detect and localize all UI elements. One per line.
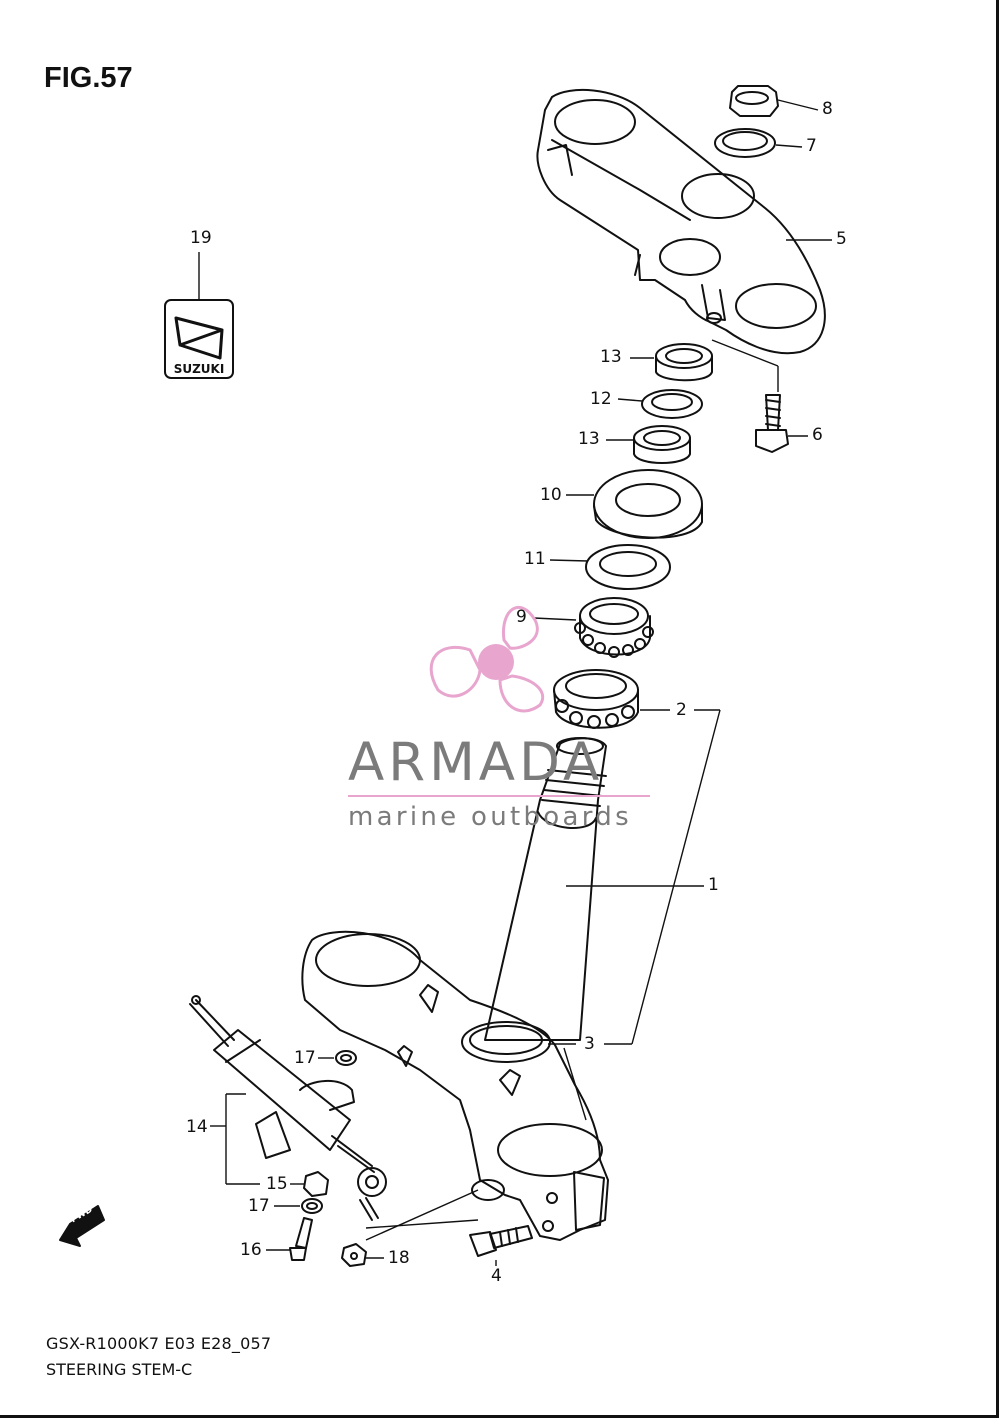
fwd-arrow — [59, 1205, 105, 1247]
washer-12 — [641, 389, 703, 419]
callout-7: 7 — [806, 136, 817, 156]
callout-16: 16 — [240, 1240, 262, 1260]
nut-18 — [341, 1243, 367, 1267]
figure-title: FIG.57 — [44, 62, 133, 94]
callout-14: 14 — [186, 1117, 208, 1137]
callout-19: 19 — [190, 228, 212, 248]
steering-damper-14 — [189, 995, 387, 1221]
model-code: GSX-R1000K7 E03 E28_057 — [46, 1334, 272, 1353]
callout-10: 10 — [540, 485, 562, 505]
section-name: STEERING STEM-C — [46, 1360, 193, 1379]
bolt-6 — [755, 394, 789, 453]
locknut-13-upper — [655, 343, 713, 382]
callout-12: 12 — [590, 389, 612, 409]
callout-6: 6 — [812, 425, 823, 445]
callout-11: 11 — [524, 549, 546, 569]
callout-9: 9 — [516, 607, 527, 627]
callout-2: 2 — [676, 700, 687, 720]
callout-13-lower: 13 — [578, 429, 600, 449]
bearing-2 — [553, 669, 639, 729]
cap-15 — [303, 1171, 329, 1197]
washer-17-lower — [301, 1198, 323, 1214]
watermark-brand: ARMADA — [348, 732, 604, 793]
callout-17-lower: 17 — [248, 1196, 270, 1216]
callout-5: 5 — [836, 229, 847, 249]
dust-seal-10 — [593, 469, 703, 539]
bearing-9 — [574, 597, 654, 658]
upper-bracket — [536, 88, 826, 355]
callout-3: 3 — [584, 1034, 595, 1054]
watermark-logo — [429, 606, 544, 713]
watermark-tagline: marine outboards — [348, 802, 632, 832]
callout-4: 4 — [491, 1266, 502, 1286]
washer-17-upper — [335, 1050, 357, 1066]
callout-17-upper: 17 — [294, 1048, 316, 1068]
callout-1: 1 — [708, 875, 719, 895]
nut-8 — [729, 85, 779, 117]
locknut-13-lower — [633, 425, 691, 464]
steering-stem-1 — [484, 737, 607, 1041]
callout-15: 15 — [266, 1174, 288, 1194]
seal-11 — [585, 544, 671, 590]
washer-7 — [714, 128, 776, 158]
bolt-4 — [469, 1225, 533, 1257]
dust-seal-3 — [461, 1021, 551, 1063]
screw-16 — [289, 1217, 313, 1261]
callout-13-upper: 13 — [600, 347, 622, 367]
lower-bracket — [301, 930, 609, 1241]
callout-18: 18 — [388, 1248, 410, 1268]
emblem-text: SUZUKI — [173, 362, 225, 376]
callout-8: 8 — [822, 99, 833, 119]
